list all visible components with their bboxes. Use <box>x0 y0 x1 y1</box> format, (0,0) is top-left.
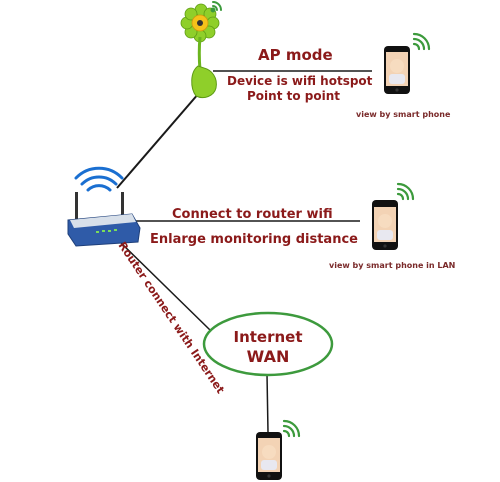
wifi-signal-icon <box>396 182 415 201</box>
wifi-signal-icon <box>210 1 222 13</box>
router-wifi-line1: Connect to router wifi <box>172 207 333 222</box>
smartphone-icon <box>256 432 282 480</box>
lan-phone-caption: view by smart phone in LAN <box>329 261 455 270</box>
router-icon <box>67 166 141 247</box>
wifi-signal-icon <box>412 32 431 51</box>
router-internet-label: Router connect with Internet <box>116 239 227 396</box>
router-to-camera-line <box>116 92 200 189</box>
internet-label: Internet <box>233 328 302 346</box>
ap-phone-caption: view by smart phone <box>356 110 451 119</box>
ap-mode-line2: Point to point <box>247 89 340 103</box>
internet-to-phone-line <box>266 373 269 433</box>
wan-label: WAN <box>247 347 290 366</box>
wifi-signal-icon <box>282 419 301 438</box>
internet-wan-ellipse <box>202 311 334 377</box>
ap-mode-line1: Device is wifi hotspot <box>227 74 373 88</box>
ap-mode-title: AP mode <box>258 46 333 64</box>
smartphone-icon <box>384 46 410 94</box>
flower-camera-icon <box>180 3 220 99</box>
router-wifi-line2: Enlarge monitoring distance <box>150 232 358 247</box>
router-to-internet-line <box>117 239 211 331</box>
smartphone-icon <box>372 200 398 250</box>
